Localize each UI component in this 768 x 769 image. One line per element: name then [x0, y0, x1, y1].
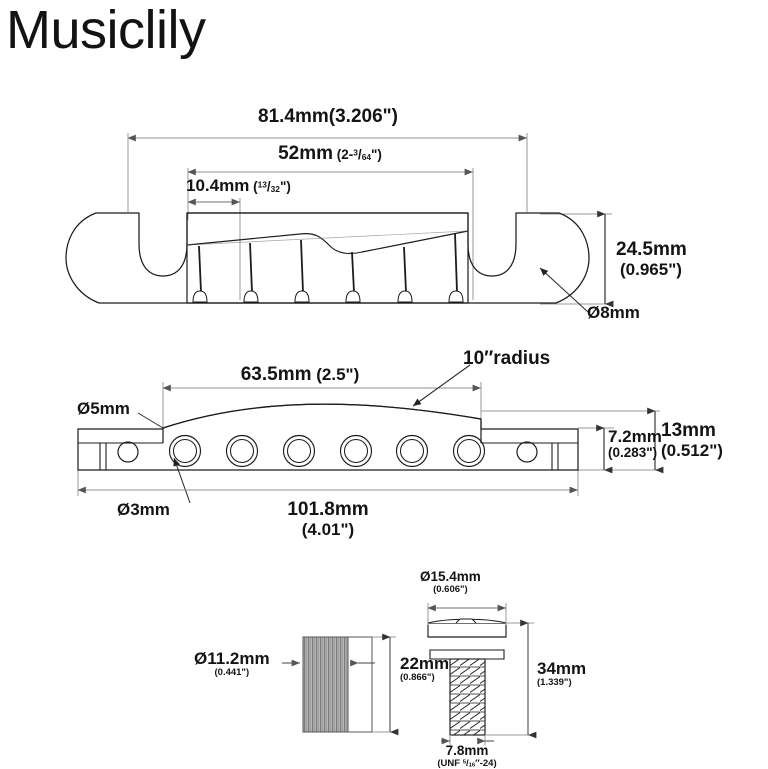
- label-total-height: 13mm (0.512"): [661, 420, 723, 460]
- top-view-bridge-body: [65, 212, 590, 304]
- label-base-height: 7.2mm (0.283"): [608, 427, 662, 461]
- top-view-dimensions: [127, 133, 614, 313]
- label-head-diameter: Ø15.4mm (0.606"): [420, 569, 481, 595]
- leader-radius: [412, 364, 471, 407]
- label-radius-span: 63.5mm (2.5"): [240, 364, 360, 385]
- mount-hole-right: [516, 441, 538, 463]
- label-thread-spec: 7.8mm (UNF 5/16″-24): [437, 743, 497, 769]
- label-mount-hole-diameter: Ø5mm: [77, 399, 130, 418]
- label-saddle-span: 52mm (2-3/64"): [278, 143, 382, 164]
- label-bushing-diameter: Ø11.2mm (0.441"): [194, 649, 270, 679]
- label-bushing-length: 22mm (0.866"): [400, 654, 450, 684]
- mount-hole-left: [117, 441, 139, 463]
- brand-logo: Musiclily: [6, 0, 206, 60]
- leader-post-diameter: [539, 267, 589, 313]
- label-overall-width: 81.4mm(3.206"): [258, 106, 398, 127]
- label-stud-length: 34mm (1.339"): [537, 659, 587, 689]
- leader-saddle-hole: [173, 457, 191, 504]
- bottom-view-dimensions: [77, 364, 664, 504]
- bottom-view-base-plate: [77, 403, 579, 471]
- label-post-diameter: Ø8mm: [587, 303, 640, 322]
- top-view-saddle-screws: [192, 232, 464, 303]
- stud-dimensions: [427, 603, 537, 745]
- label-saddle-hole-diameter: Ø3mm: [117, 500, 170, 519]
- label-body-height: 24.5mm (0.965"): [616, 239, 687, 279]
- label-fretboard-radius: 10″radius: [463, 348, 551, 369]
- stud-drawing: [427, 618, 507, 736]
- label-saddle-spacing: 10.4mm (13/32"): [186, 176, 291, 195]
- leader-mount-hole: [137, 412, 164, 429]
- bushing-drawing: [282, 633, 399, 736]
- label-overall-length: 101.8mm (4.01"): [287, 499, 369, 539]
- saddle-holes: [168, 434, 486, 468]
